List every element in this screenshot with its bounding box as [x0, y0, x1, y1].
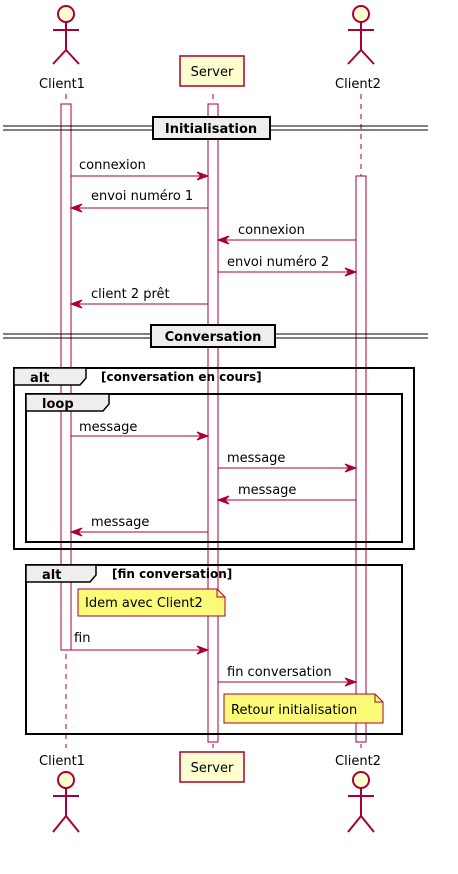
participant-label: Client2 — [335, 77, 381, 92]
message-label: client 2 prêt — [91, 287, 170, 302]
divider-conversation: Conversation — [3, 324, 428, 348]
participant-client1-top: Client1 — [39, 5, 85, 92]
message-loop-3: message — [216, 483, 356, 505]
frame-guard: [fin conversation] — [112, 567, 232, 581]
message-connexion-2: connexion — [216, 223, 356, 245]
message-fin-conversation: fin conversation — [218, 665, 358, 687]
message-label: message — [238, 483, 296, 498]
participant-client2-bottom: Client2 — [335, 754, 381, 833]
participant-box — [179, 55, 245, 87]
message-connexion-1: connexion — [71, 158, 210, 181]
participant-label: Client2 — [335, 754, 381, 769]
message-label: envoi numéro 1 — [91, 189, 193, 204]
frame-keyword: alt — [42, 568, 61, 583]
participant-server-top: Server — [179, 55, 245, 87]
message-loop-4: message — [69, 515, 208, 537]
frame-guard: [conversation en cours] — [101, 370, 262, 384]
participant-label: Client1 — [39, 77, 85, 92]
frame-tab — [25, 393, 110, 412]
participant-label: Client1 — [39, 754, 85, 769]
participant-client2-top: Client2 — [335, 5, 381, 92]
note-retour-initialisation: Retour initialisation — [223, 693, 384, 724]
divider-initialisation: Initialisation — [3, 116, 428, 140]
participant-label: Server — [191, 65, 234, 80]
message-label: message — [79, 420, 137, 435]
actor-icon — [347, 5, 375, 65]
participant-label: Server — [191, 761, 234, 776]
alt-frame-fin-conversation: alt [fin conversation] — [25, 564, 403, 735]
message-label: connexion — [238, 223, 305, 238]
actor-icon — [52, 771, 80, 833]
alt-frame-conversation: alt [conversation en cours] — [13, 367, 415, 550]
message-envoi-numero-2: envoi numéro 2 — [218, 255, 358, 277]
message-label: message — [227, 451, 285, 466]
frame-keyword: alt — [30, 371, 49, 386]
message-fin: fin — [66, 631, 210, 655]
divider-label: Initialisation — [165, 122, 257, 137]
message-label: connexion — [79, 158, 146, 173]
message-label: fin conversation — [227, 665, 332, 680]
actor-icon — [347, 771, 375, 833]
message-client-2-pret: client 2 prêt — [69, 287, 208, 309]
activation-client2 — [355, 175, 367, 743]
message-label: message — [91, 515, 149, 530]
loop-frame: loop — [25, 393, 403, 543]
frame-keyword: loop — [42, 397, 74, 412]
activation-server — [207, 103, 219, 743]
actor-icon — [52, 5, 80, 65]
message-envoi-numero-1: envoi numéro 1 — [69, 189, 208, 213]
participant-server-bottom: Server — [179, 751, 245, 783]
message-loop-2: message — [218, 451, 358, 473]
message-loop-1: message — [71, 420, 210, 441]
note-text: Retour initialisation — [231, 703, 357, 718]
frame-tab — [13, 367, 87, 386]
note-idem-avec-client2: Idem avec Client2 — [77, 588, 226, 617]
message-label: envoi numéro 2 — [227, 255, 329, 270]
participant-box — [179, 751, 245, 783]
frame-tab — [25, 564, 97, 583]
note-text: Idem avec Client2 — [85, 596, 203, 611]
divider-label: Conversation — [165, 330, 262, 345]
participant-client1-bottom: Client1 — [39, 754, 85, 833]
message-label: fin — [74, 631, 90, 646]
